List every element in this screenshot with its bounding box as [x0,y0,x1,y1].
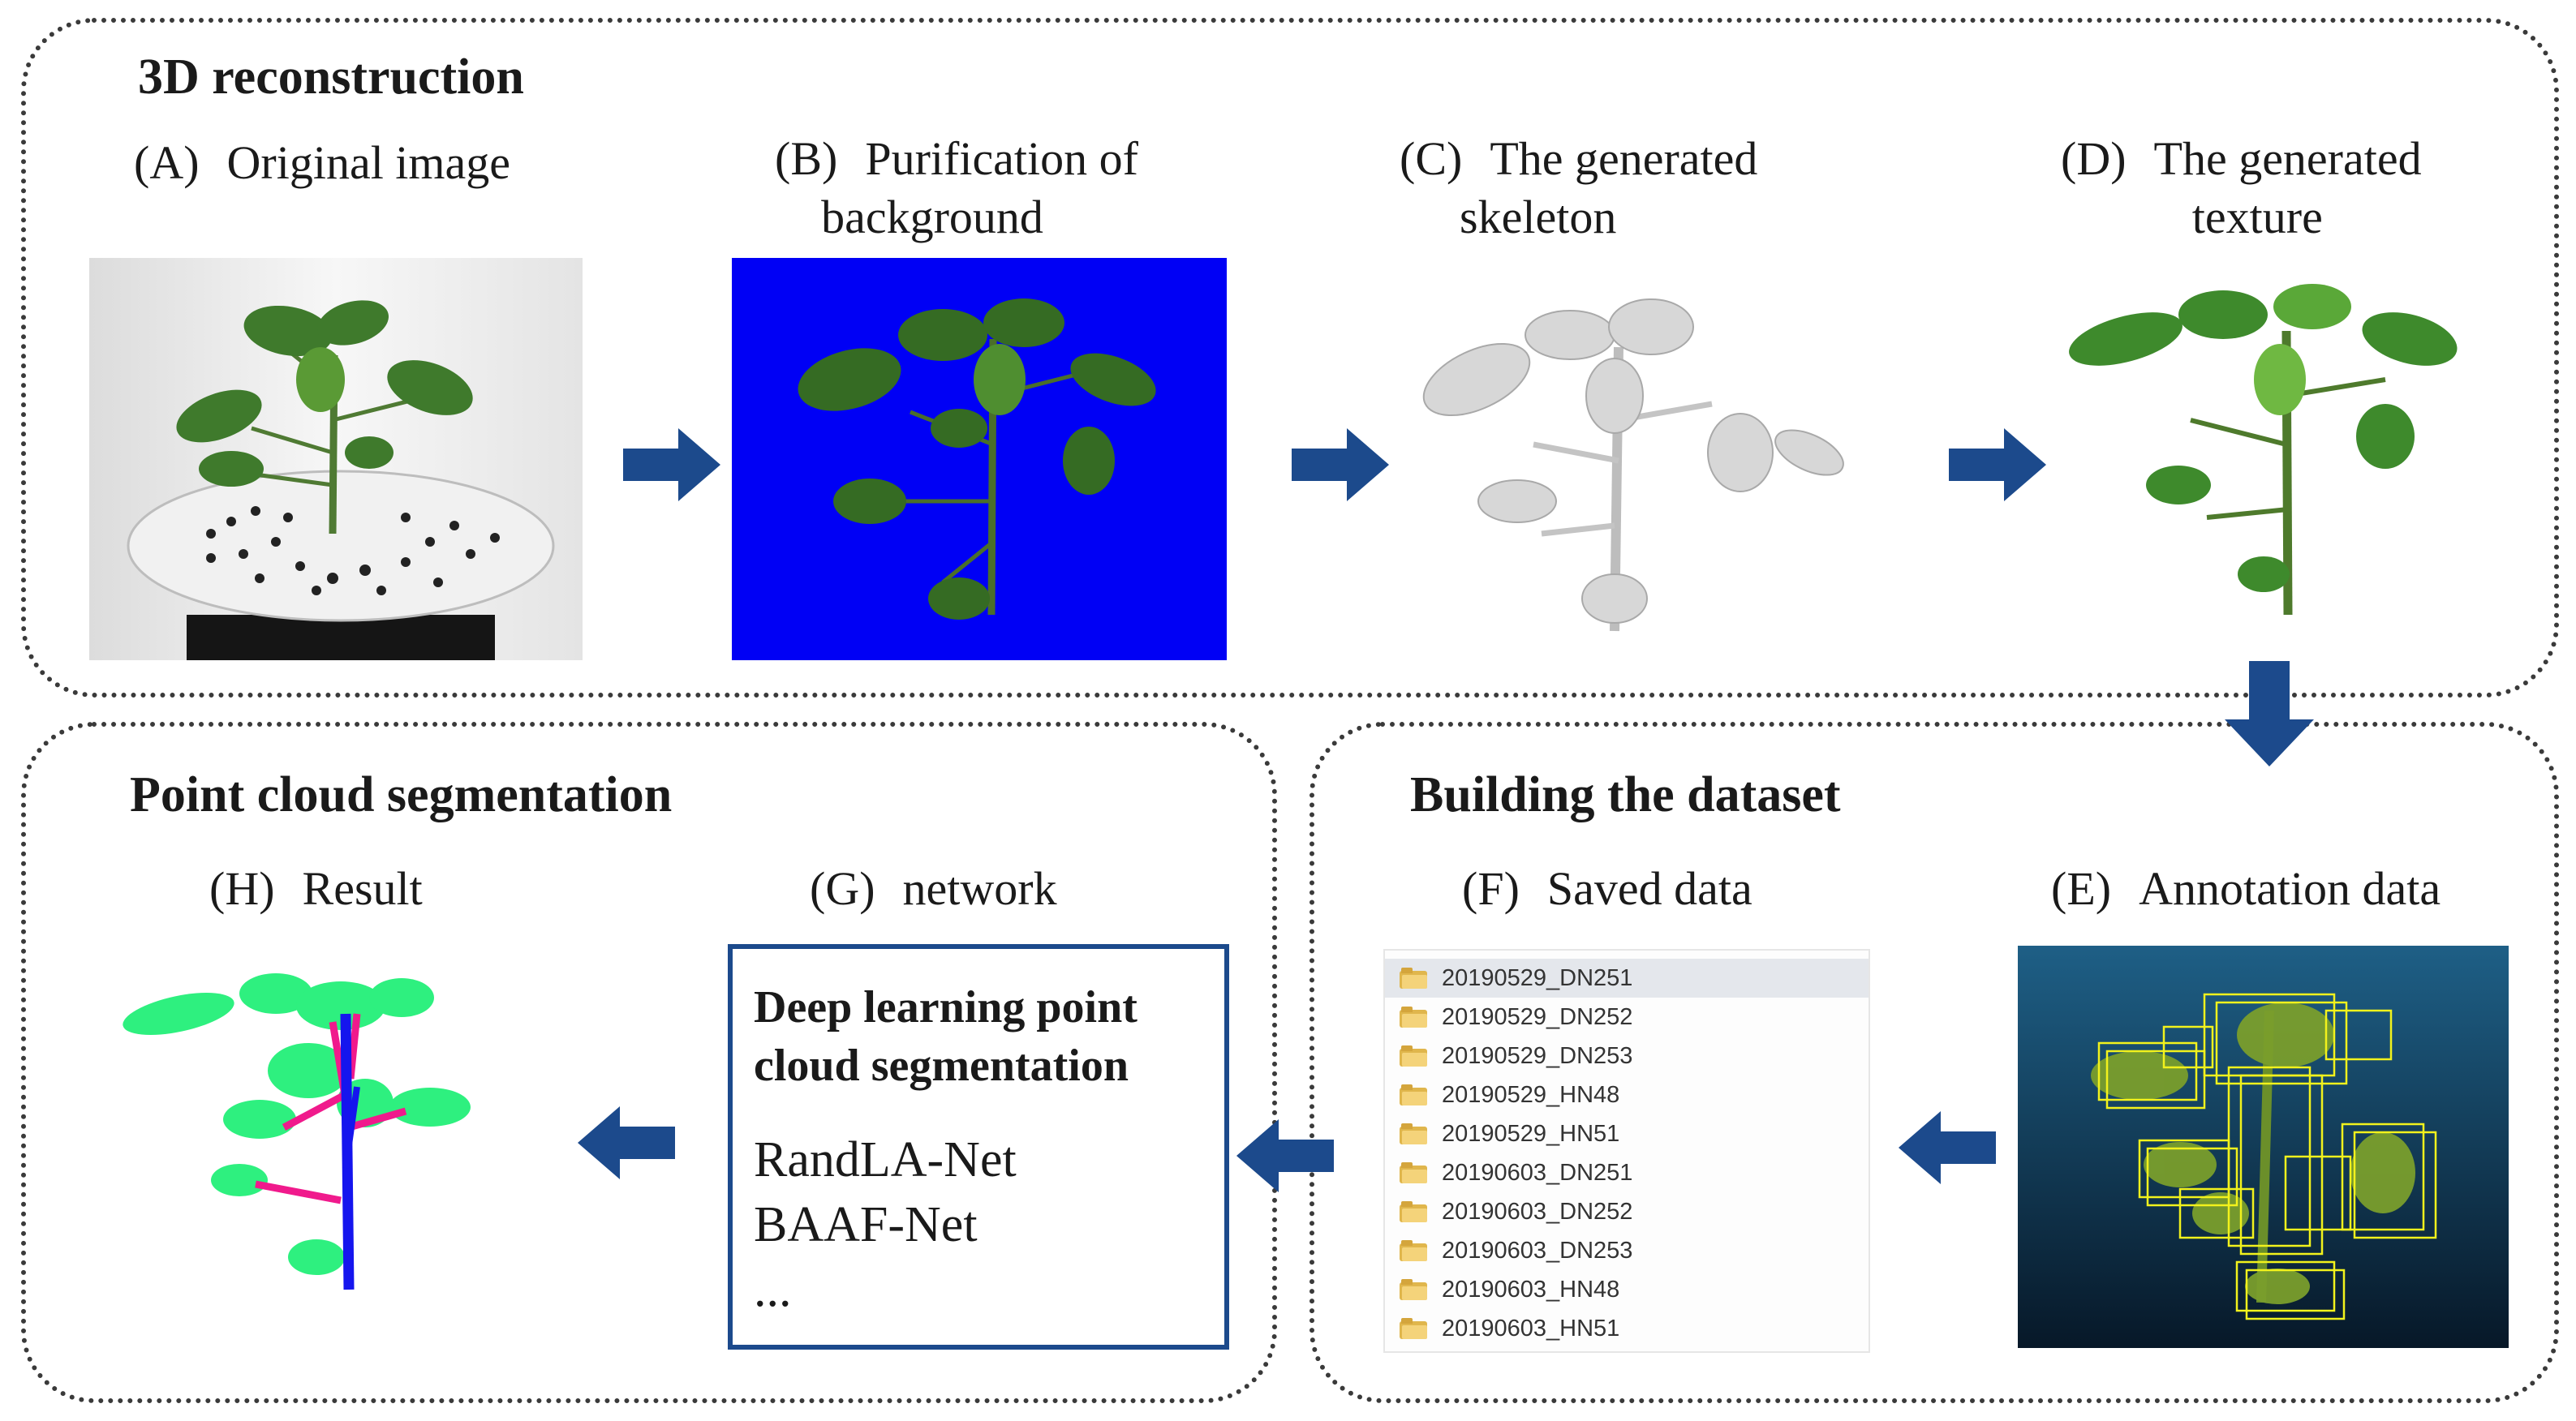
arrow-left-icon [578,1106,675,1179]
panel-h-result [114,965,552,1306]
arrow-right-icon [1949,428,2046,501]
file-name: 20190529_HN51 [1442,1120,1620,1147]
file-row[interactable]: 20190603_HN48 [1385,1270,1869,1309]
folder-icon [1400,1201,1427,1222]
label-h-title: Result [302,862,423,915]
label-e: (E) Annotation data [2051,860,2441,918]
label-d-title-line1: The generated [2153,132,2422,185]
label-a-tag: (A) [134,136,200,189]
file-row[interactable]: 20190529_DN251 [1385,959,1869,998]
arrow-right-icon [1292,428,1389,501]
skeleton-render [1371,258,1858,660]
label-a: (A) Original image [134,134,510,192]
saved-data-file-list: 20190529_DN251 20190529_DN252 20190529_D… [1383,949,1870,1353]
network-heading-line1: Deep learning point [754,982,1137,1032]
file-name: 20190603_DN251 [1442,1159,1633,1186]
file-row[interactable]: 20190529_DN253 [1385,1037,1869,1075]
section-point-cloud-segmentation [21,722,1277,1403]
label-h-tag: (H) [209,862,275,915]
file-row[interactable]: 20190529_DN252 [1385,998,1869,1037]
file-name: 20190529_DN253 [1442,1042,1633,1069]
label-h: (H) Result [209,860,423,918]
network-box: Deep learning point cloud segmentation R… [728,944,1229,1350]
label-f-tag: (F) [1462,862,1520,915]
panel-b-purified-background [732,258,1227,660]
section-title-segmentation: Point cloud segmentation [130,767,673,822]
label-f-title: Saved data [1546,862,1752,915]
label-c: (C) The generated skeleton [1400,130,1757,247]
file-name: 20190603_HN48 [1442,1276,1620,1303]
label-e-title: Annotation data [2139,862,2441,915]
network-item-baaf: BAAF-Net [754,1197,978,1252]
annotation-render [2018,946,2509,1348]
label-b: (B) Purification of background [775,130,1138,247]
file-name: 20190603_DN252 [1442,1198,1633,1225]
folder-icon [1400,1279,1427,1300]
label-b-title-line1: Purification of [865,132,1138,185]
section-title-dataset: Building the dataset [1410,767,1841,822]
folder-icon [1400,1123,1427,1144]
label-e-tag: (E) [2051,862,2112,915]
network-item-randla: RandLA-Net [754,1132,1017,1187]
purified-plant-image [732,258,1227,660]
label-g-tag: (G) [810,862,875,915]
textured-plant-render [2045,258,2499,660]
segmentation-result-render [114,965,552,1306]
folder-icon [1400,1007,1427,1028]
label-c-tag: (C) [1400,132,1463,185]
label-d-title-line2: texture [2191,191,2323,243]
label-g: (G) network [810,860,1057,918]
file-row[interactable]: 20190603_DN253 [1385,1231,1869,1270]
network-heading-line2: cloud segmentation [754,1041,1129,1091]
file-row[interactable]: 20190529_HN48 [1385,1075,1869,1114]
label-a-title: Original image [226,136,511,189]
folder-icon [1400,1318,1427,1339]
file-name: 20190529_HN48 [1442,1081,1620,1108]
section-3d-reconstruction [21,18,2559,698]
file-row[interactable]: 20190603_DN252 [1385,1192,1869,1231]
arrow-down-icon [2225,661,2314,766]
folder-icon [1400,1162,1427,1183]
file-name: 20190529_DN252 [1442,1003,1633,1030]
section-title-reconstruction: 3D reconstruction [138,49,524,105]
arrow-left-icon [1236,1119,1334,1192]
label-b-tag: (B) [775,132,838,185]
network-item-more: ... [754,1262,792,1317]
label-c-title-line2: skeleton [1460,191,1617,243]
label-b-title-line2: background [821,191,1043,243]
label-c-title-line1: The generated [1490,132,1758,185]
label-d-tag: (D) [2061,132,2127,185]
panel-a-original-image [89,258,583,660]
section-building-dataset [1310,722,2559,1403]
soybean-photo [89,258,583,660]
arrow-right-icon [623,428,720,501]
file-name: 20190529_DN251 [1442,964,1633,991]
folder-icon [1400,968,1427,989]
label-d: (D) The generated texture [2061,130,2422,247]
label-f: (F) Saved data [1462,860,1752,918]
file-name: 20190603_DN253 [1442,1237,1633,1264]
folder-icon [1400,1045,1427,1067]
label-g-title: network [902,862,1057,915]
panel-e-annotation-data [2018,946,2509,1348]
panel-d-texture [2045,258,2499,660]
arrow-left-icon [1899,1111,1996,1184]
file-row[interactable]: 20190529_HN51 [1385,1114,1869,1153]
file-name: 20190603_HN51 [1442,1315,1620,1342]
folder-icon [1400,1240,1427,1261]
panel-c-skeleton [1371,258,1858,660]
file-row[interactable]: 20190603_DN251 [1385,1153,1869,1192]
folder-icon [1400,1084,1427,1105]
file-row[interactable]: 20190603_HN51 [1385,1309,1869,1348]
